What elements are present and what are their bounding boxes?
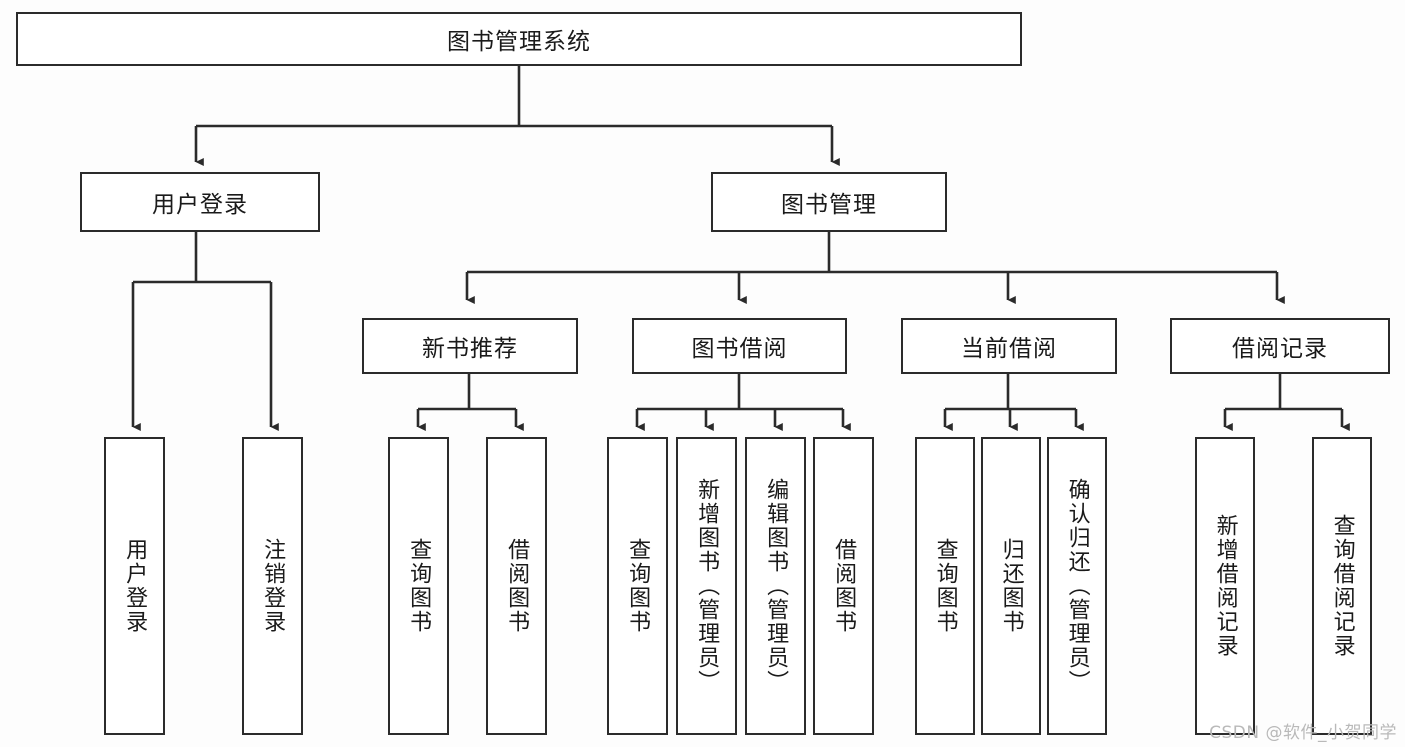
leaf-label: 新增图书（管理员） bbox=[694, 478, 720, 694]
leaf-borrow-record-query[interactable]: 查询借阅记录 bbox=[1312, 437, 1372, 735]
leaf-label: 查询图书 bbox=[406, 538, 432, 634]
leaf-current-borrow-confirm-return[interactable]: 确认归还（管理员） bbox=[1047, 437, 1107, 735]
node-current-borrow-label: 当前借阅 bbox=[961, 336, 1057, 362]
leaf-new-book-query[interactable]: 查询图书 bbox=[388, 437, 449, 735]
leaf-label: 用户登录 bbox=[122, 538, 148, 634]
leaf-current-borrow-query[interactable]: 查询图书 bbox=[915, 437, 975, 735]
leaf-label: 归还图书 bbox=[998, 538, 1024, 634]
leaf-label: 查询借阅记录 bbox=[1329, 514, 1355, 658]
node-user-login[interactable]: 用户登录 bbox=[80, 172, 320, 232]
leaf-book-borrow-query[interactable]: 查询图书 bbox=[607, 437, 668, 735]
leaf-label: 查询图书 bbox=[932, 538, 958, 634]
node-root[interactable]: 图书管理系统 bbox=[16, 12, 1022, 66]
node-book-borrow[interactable]: 图书借阅 bbox=[632, 318, 847, 374]
leaf-book-borrow-borrow[interactable]: 借阅图书 bbox=[813, 437, 874, 735]
leaf-new-book-borrow[interactable]: 借阅图书 bbox=[486, 437, 547, 735]
node-book-management-label: 图书管理 bbox=[781, 192, 877, 218]
leaf-label: 借阅图书 bbox=[504, 538, 530, 634]
node-current-borrow[interactable]: 当前借阅 bbox=[901, 318, 1117, 374]
node-user-login-label: 用户登录 bbox=[152, 192, 248, 218]
node-borrow-record[interactable]: 借阅记录 bbox=[1170, 318, 1390, 374]
leaf-label: 查询图书 bbox=[625, 538, 651, 634]
node-book-management[interactable]: 图书管理 bbox=[711, 172, 947, 232]
node-borrow-record-label: 借阅记录 bbox=[1232, 336, 1328, 362]
leaf-borrow-record-add[interactable]: 新增借阅记录 bbox=[1195, 437, 1255, 735]
leaf-label: 借阅图书 bbox=[831, 538, 857, 634]
node-root-label: 图书管理系统 bbox=[447, 29, 591, 55]
node-new-book-recommend[interactable]: 新书推荐 bbox=[362, 318, 578, 374]
leaf-label: 编辑图书（管理员） bbox=[763, 478, 789, 694]
leaf-label: 注销登录 bbox=[260, 538, 286, 634]
node-new-book-recommend-label: 新书推荐 bbox=[422, 336, 518, 362]
leaf-current-borrow-return[interactable]: 归还图书 bbox=[981, 437, 1041, 735]
leaf-user-login-login[interactable]: 用户登录 bbox=[104, 437, 165, 735]
node-book-borrow-label: 图书借阅 bbox=[691, 336, 788, 362]
leaf-user-login-logout[interactable]: 注销登录 bbox=[242, 437, 303, 735]
leaf-label: 确认归还（管理员） bbox=[1064, 478, 1090, 694]
leaf-book-borrow-add[interactable]: 新增图书（管理员） bbox=[676, 437, 737, 735]
leaf-label: 新增借阅记录 bbox=[1212, 514, 1238, 658]
leaf-book-borrow-edit[interactable]: 编辑图书（管理员） bbox=[745, 437, 806, 735]
